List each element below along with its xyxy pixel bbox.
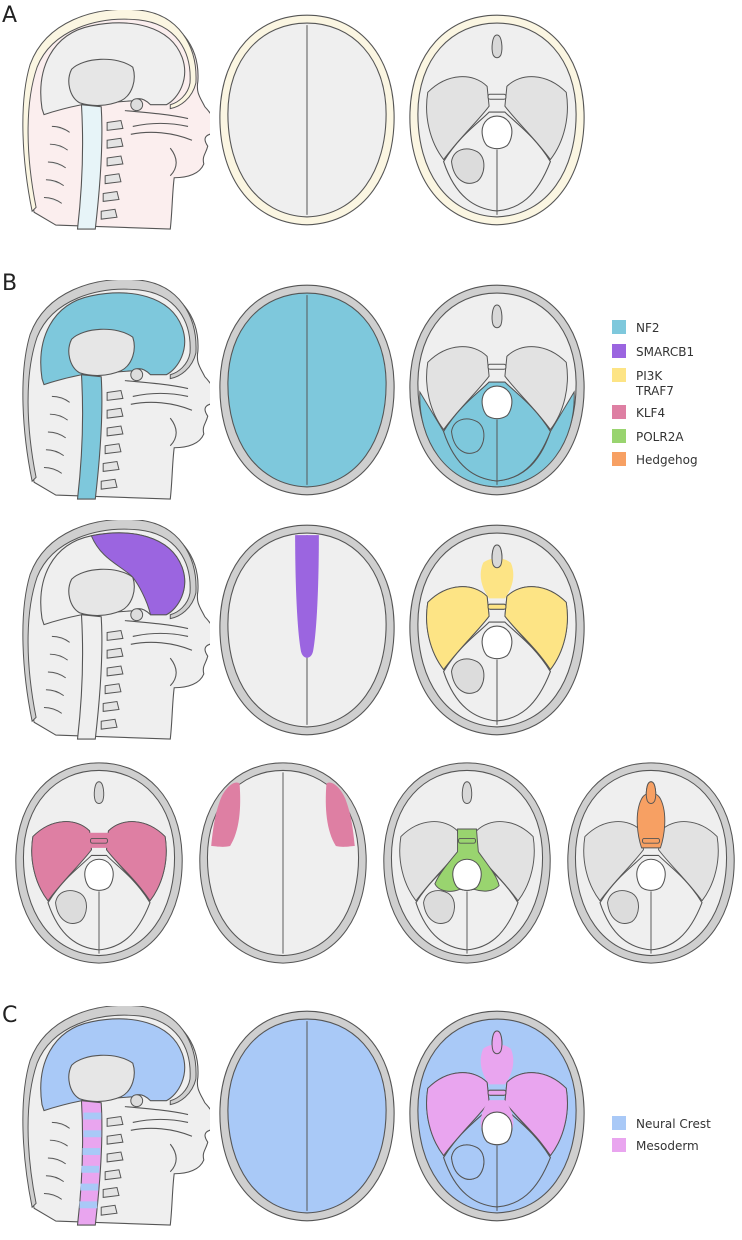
legend-swatch-smarcb1 [612, 344, 626, 358]
legend-item-neural-crest: Neural Crest [612, 1116, 711, 1131]
axial-base-polr2a [383, 762, 551, 964]
sagittal-head-nf2 [22, 280, 210, 500]
axial-base-nf2 [409, 284, 585, 496]
panel-label-c: C [2, 1003, 17, 1028]
axial-top-c [219, 1010, 395, 1222]
legend-item-mesoderm: Mesoderm [612, 1138, 699, 1153]
legend-swatch-neural-crest [612, 1116, 626, 1130]
legend-item-klf4: KLF4 [612, 405, 665, 420]
axial-top-nf2 [219, 284, 395, 496]
axial-top-klf4 [199, 762, 367, 964]
legend-item-hedgehog: Hedgehog [612, 452, 698, 467]
legend-label-smarcb1: SMARCB1 [636, 345, 694, 359]
sagittal-head-smarcb1 [22, 520, 210, 740]
legend-label-klf4: KLF4 [636, 406, 665, 420]
legend-swatch-mesoderm [612, 1138, 626, 1152]
axial-top-a [219, 14, 395, 226]
legend-swatch-polr2a [612, 429, 626, 443]
legend-label-neural-crest: Neural Crest [636, 1117, 711, 1131]
panel-b-row-2 [22, 520, 585, 740]
legend-b: NF2 SMARCB1 PI3K TRAF7 KLF4 POLR2A Hedge… [612, 320, 698, 467]
axial-base-pi3k-traf7 [409, 524, 585, 736]
panel-a [22, 10, 585, 230]
legend-c: Neural Crest Mesoderm [612, 1116, 711, 1153]
panel-label-b: B [2, 271, 17, 296]
panel-b-row-3 [15, 762, 735, 964]
axial-base-klf4 [15, 762, 183, 964]
axial-base-a [409, 14, 585, 226]
axial-base-c [409, 1010, 585, 1222]
legend-swatch-nf2 [612, 320, 626, 334]
legend-swatch-klf4 [612, 405, 626, 419]
panel-b-row-1 [22, 280, 585, 500]
legend-label-hedgehog: Hedgehog [636, 453, 698, 467]
legend-item-smarcb1: SMARCB1 [612, 344, 694, 359]
legend-label-polr2a: POLR2A [636, 430, 684, 444]
legend-swatch-pi3k-traf7 [612, 368, 626, 382]
axial-top-smarcb1 [219, 524, 395, 736]
panel-c [22, 1006, 585, 1226]
sagittal-head-a [22, 10, 210, 230]
legend-label-mesoderm: Mesoderm [636, 1139, 699, 1153]
legend-item-polr2a: POLR2A [612, 429, 684, 444]
legend-label-nf2: NF2 [636, 321, 660, 335]
sagittal-head-c [22, 1006, 210, 1226]
legend-item-nf2: NF2 [612, 320, 660, 335]
panel-label-a: A [2, 3, 17, 28]
legend-swatch-hedgehog [612, 452, 626, 466]
legend-item-pi3k-traf7: PI3K TRAF7 [612, 368, 674, 398]
axial-base-hedgehog [567, 762, 735, 964]
legend-label-traf7: TRAF7 [635, 384, 674, 398]
legend-label-pi3k: PI3K [636, 369, 663, 383]
